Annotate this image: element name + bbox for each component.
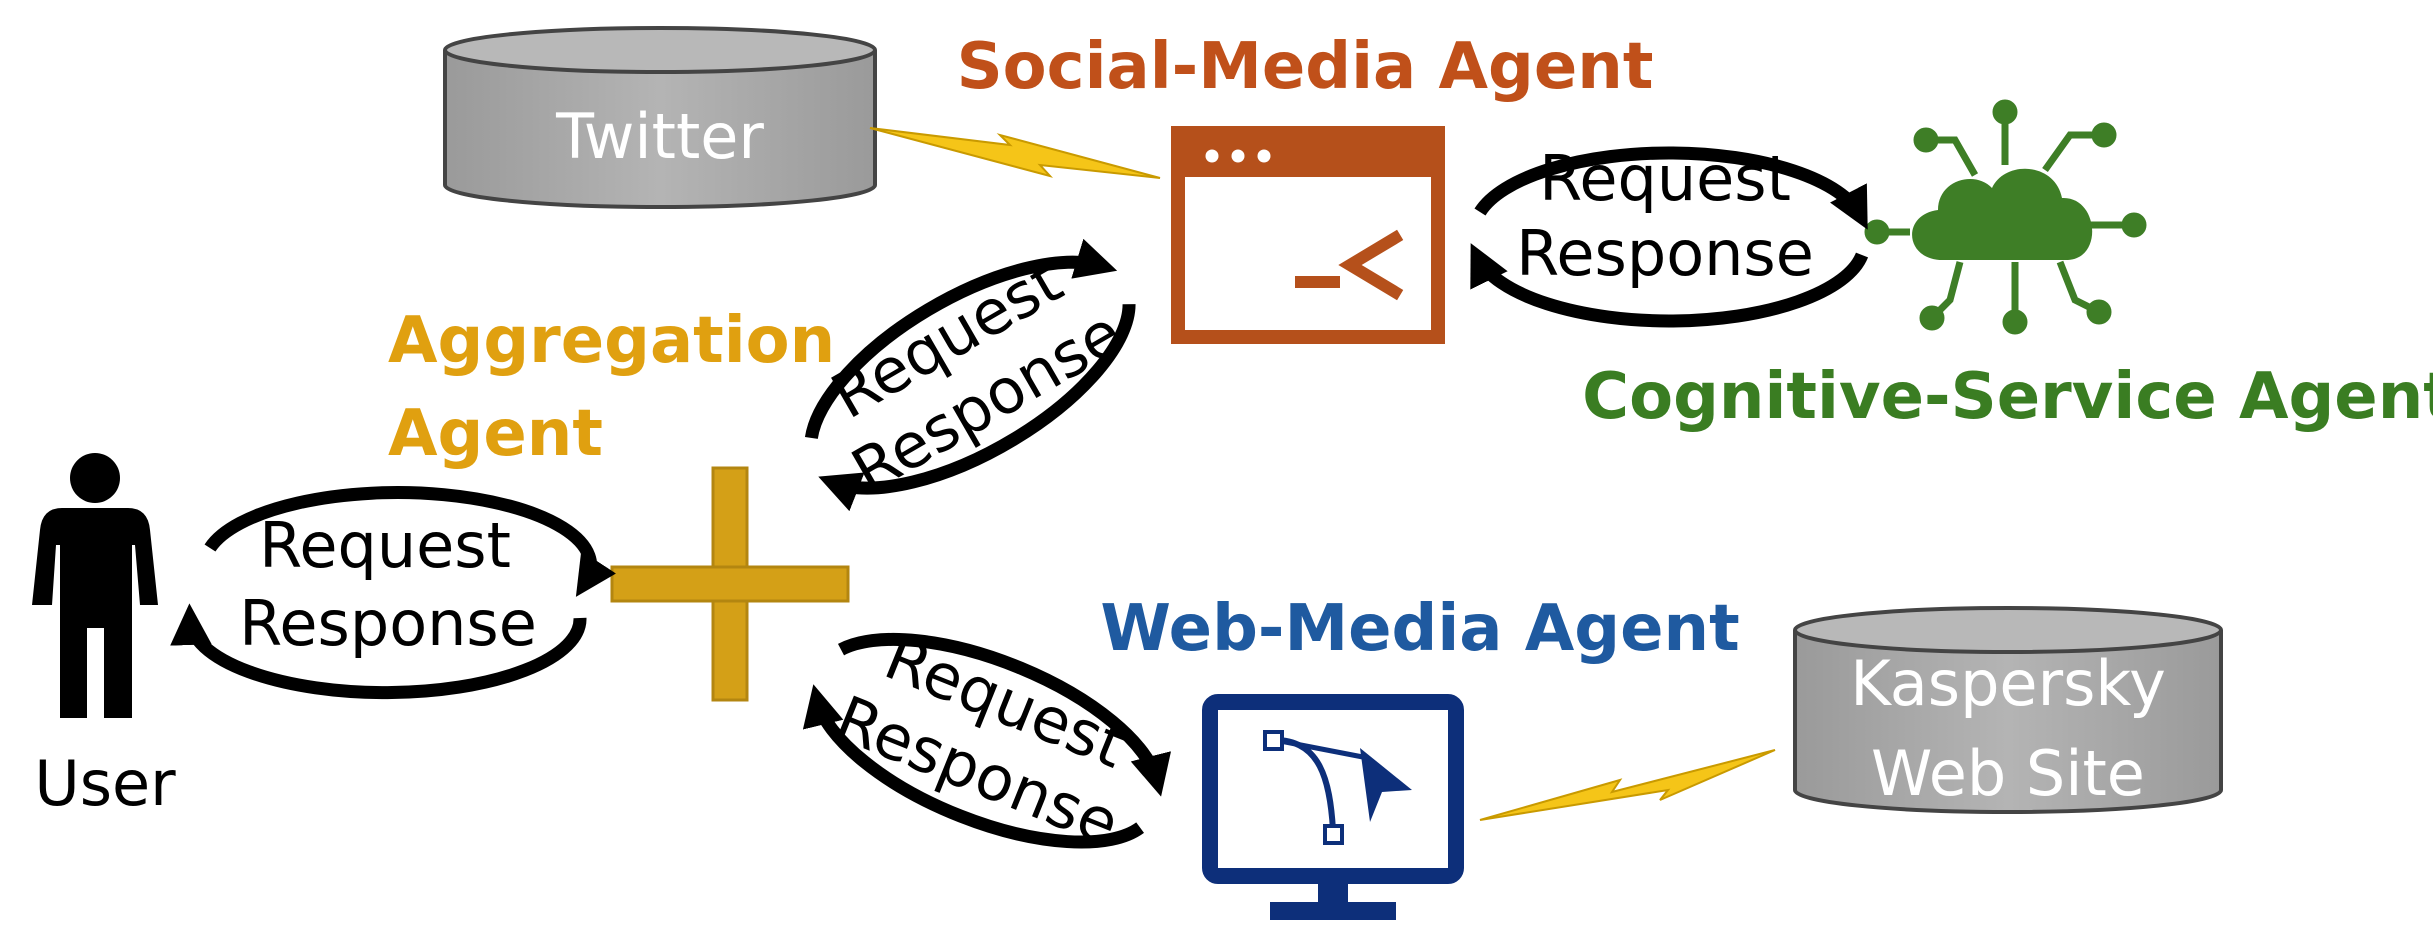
cloud-circuit-icon — [1864, 99, 2147, 335]
exchange-aggregation-social: Request Response — [804, 238, 1136, 512]
kaspersky-database: Kaspersky Web Site — [1793, 606, 2223, 814]
aggregation-agent-title-line1: Aggregation — [388, 304, 835, 378]
kaspersky-label-line2: Web Site — [1871, 737, 2145, 810]
social-media-agent-title: Social-Media Agent — [957, 30, 1654, 104]
user-icon — [32, 453, 158, 718]
response-label: Response — [1516, 217, 1814, 290]
request-label: Request — [259, 509, 511, 582]
response-label: Response — [239, 587, 537, 660]
plus-icon — [610, 466, 850, 702]
monitor-bezier-icon — [1202, 694, 1464, 920]
terminal-window-icon — [1171, 126, 1445, 344]
twitter-label: Twitter — [555, 100, 764, 173]
web-media-agent-title: Web-Media Agent — [1100, 592, 1739, 666]
kaspersky-label-line1: Kaspersky — [1850, 647, 2166, 720]
exchange-social-cognitive: Request Response — [1470, 142, 1869, 328]
aggregation-agent-title-line2: Agent — [388, 397, 603, 471]
cognitive-service-agent-title: Cognitive-Service Agent — [1582, 360, 2433, 434]
lightning-bolt-twitter — [869, 127, 1161, 179]
lightning-bolt-kaspersky — [1479, 749, 1776, 821]
user-label: User — [34, 747, 176, 820]
request-label: Request — [1539, 142, 1791, 215]
twitter-database: Twitter — [443, 26, 877, 209]
exchange-user-aggregation: Request Response — [170, 486, 617, 700]
